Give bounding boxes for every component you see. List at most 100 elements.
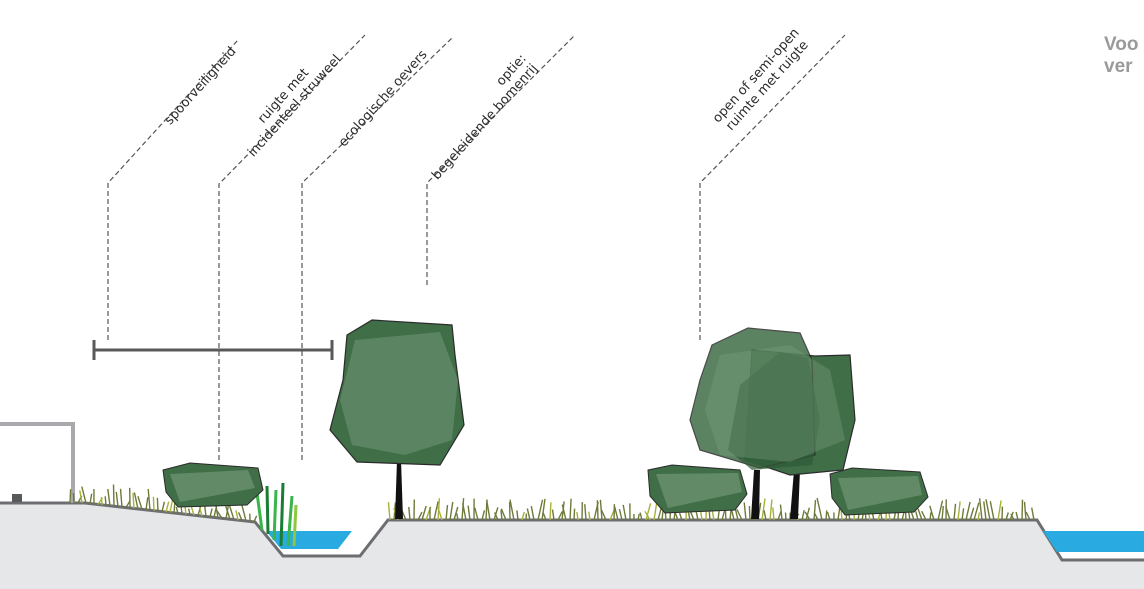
grass-blade (599, 499, 603, 521)
grass-blade (761, 498, 766, 521)
grass-blade (408, 506, 411, 521)
grass-blade (509, 499, 515, 521)
grass-blade (569, 498, 572, 521)
grass-blade (814, 513, 819, 521)
grass-blade (937, 500, 944, 521)
grass-blade (112, 484, 115, 507)
grass-blade (953, 503, 957, 521)
grass-blade (530, 505, 535, 521)
grass-blade (618, 508, 623, 521)
grass-blade (622, 504, 627, 521)
grass-blade (541, 498, 546, 521)
grass-blade (748, 505, 751, 521)
grass-blade (613, 506, 619, 521)
grass-blade (689, 511, 695, 521)
shrub-left (162, 462, 264, 508)
grass-blade (915, 511, 919, 521)
grass-blade (235, 510, 239, 521)
grass-blade (456, 513, 459, 521)
grass-blade (156, 497, 159, 512)
grass-blade (133, 492, 139, 510)
grass-blade (779, 504, 783, 521)
grass-blade (216, 510, 223, 519)
side-title: Voo ver (1104, 34, 1138, 78)
grass-blade (500, 508, 507, 521)
grass-blade (81, 486, 87, 504)
ground-section (0, 503, 1144, 589)
reed-plants (255, 482, 298, 547)
grass-blade (941, 505, 944, 521)
shrub-middle (647, 464, 748, 514)
grass-blade (985, 499, 991, 521)
grass-blade (549, 502, 552, 521)
grass-blade (152, 496, 155, 511)
label-leader-lines (107, 34, 846, 460)
grass-blade (137, 495, 143, 510)
grass-blade (1025, 511, 1031, 521)
grass-blade (493, 512, 499, 521)
grass-blade (486, 500, 491, 521)
grass-blade (237, 512, 243, 521)
grass-blade (929, 512, 932, 521)
grass-blade (474, 507, 479, 521)
grass-blade (576, 511, 579, 521)
grass-blade (743, 502, 747, 521)
grass-blade (772, 507, 775, 521)
grass-blade (462, 503, 467, 521)
grass-blade (69, 489, 72, 504)
grass-blade (584, 504, 587, 521)
grass-blade (521, 511, 525, 521)
grass-blade (421, 505, 427, 521)
grass-blade (481, 510, 486, 521)
grass-blade (561, 504, 567, 521)
grass-blade (253, 515, 258, 523)
grass-blade (516, 510, 519, 521)
tree-group (689, 327, 856, 519)
grass-blade (209, 508, 213, 518)
grass-blade (1005, 512, 1009, 521)
grass-blade (437, 506, 443, 521)
grass-blade (542, 512, 547, 521)
railway-structure (0, 422, 75, 503)
grass-blade (537, 499, 544, 521)
grass-blade (387, 502, 391, 521)
grass-blade (777, 511, 782, 521)
grass-blade (104, 496, 107, 506)
grass-blade (433, 501, 439, 521)
grass-blade (228, 505, 235, 520)
grass-blade (145, 497, 149, 510)
grass-blade (526, 508, 531, 521)
grass-blade (645, 503, 652, 521)
grass-blade (557, 511, 563, 521)
grass-blade (89, 493, 93, 504)
grass-blade (801, 510, 805, 521)
grass-blade (695, 512, 699, 521)
grass-blade (929, 505, 935, 521)
grass-blade (973, 502, 980, 521)
grass-blade (445, 505, 449, 521)
grass-blade (1031, 507, 1035, 521)
grass-blade (736, 509, 743, 521)
grass-blade (997, 500, 1002, 521)
grass-blade (493, 507, 499, 521)
side-title-line2: ver (1104, 56, 1133, 77)
grass-blade (107, 488, 111, 506)
grass-blade (1010, 513, 1015, 521)
grass-blade (921, 510, 927, 521)
shrub-right (829, 467, 929, 516)
grass-blade (917, 508, 923, 521)
grass-blade (161, 501, 166, 512)
grass-blade (763, 510, 767, 521)
grass-blade (449, 501, 454, 521)
grass-blade (596, 500, 599, 521)
grass-blade (637, 513, 640, 521)
water-ditch-left (266, 531, 352, 549)
grass-blade (784, 512, 787, 521)
grass-blade (687, 512, 691, 521)
grass-blade (644, 510, 651, 521)
grass-blade (957, 501, 961, 521)
grass-blade (977, 512, 981, 521)
grass-blade (224, 505, 231, 520)
grass-blade (989, 501, 995, 521)
